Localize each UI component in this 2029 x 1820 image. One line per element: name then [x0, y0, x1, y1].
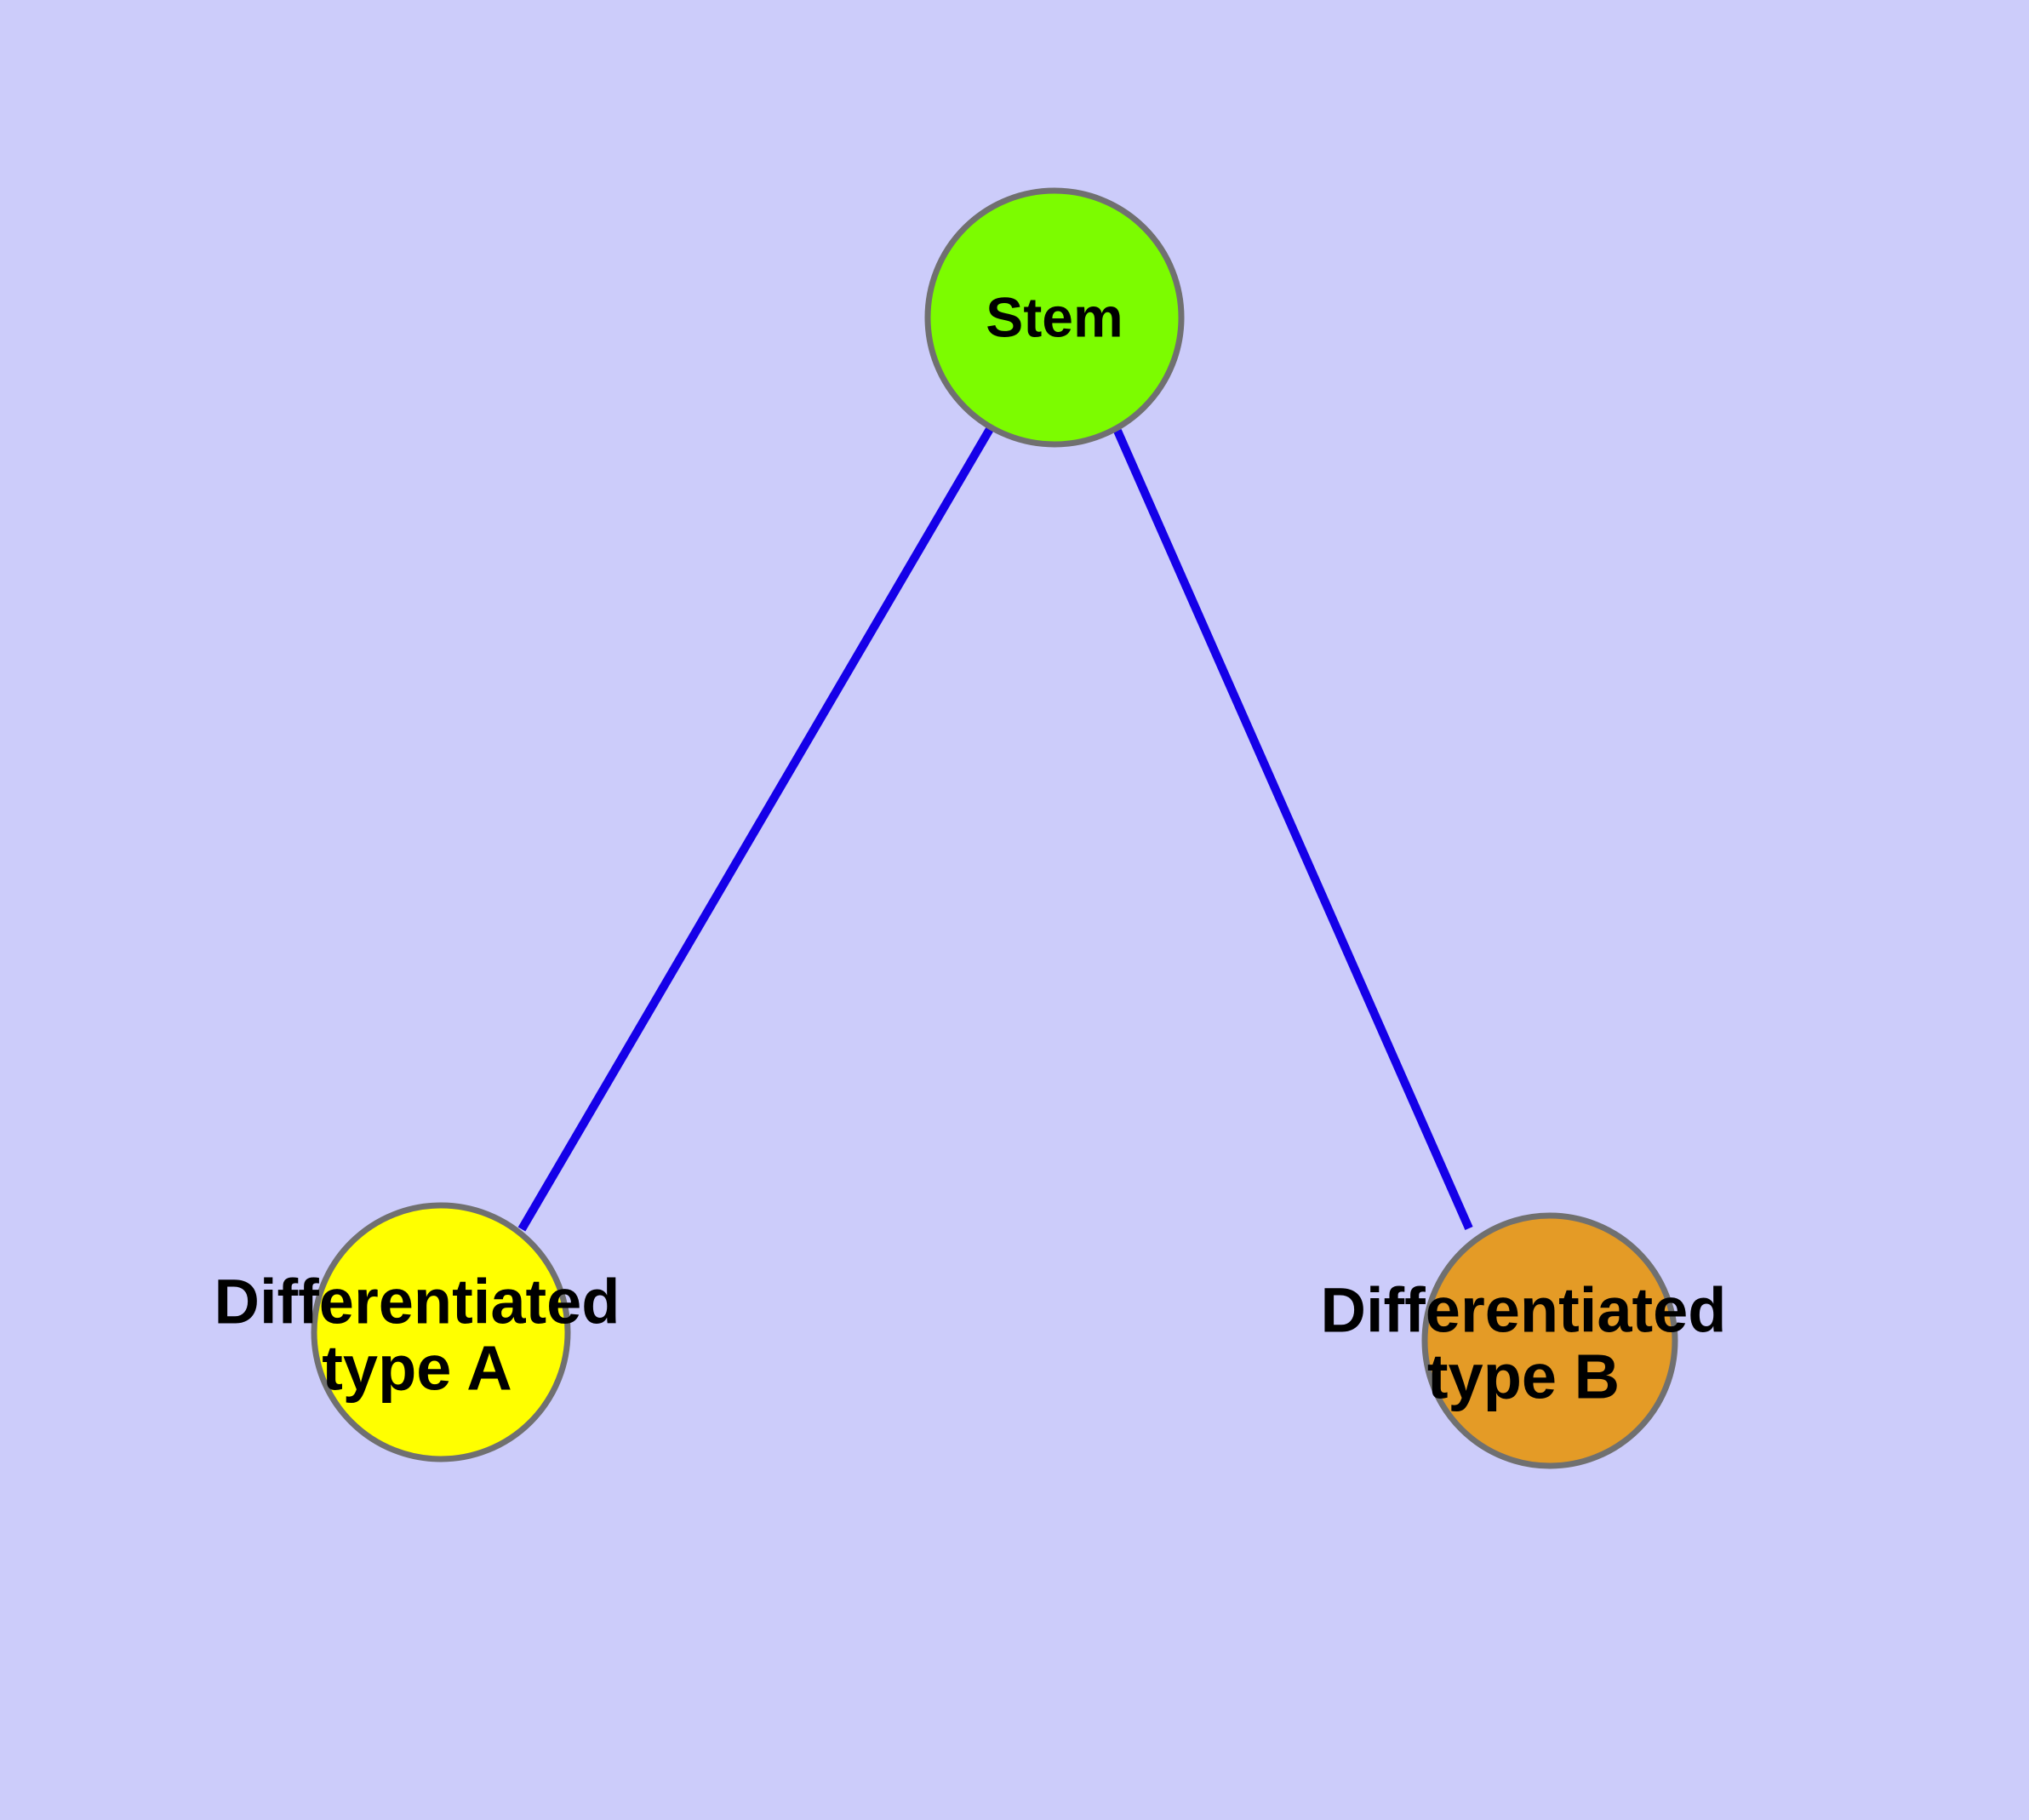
node-diff-b-circle[interactable] — [1421, 1212, 1678, 1469]
node-stem-circle[interactable] — [924, 187, 1185, 448]
node-diff-a-circle[interactable] — [311, 1202, 571, 1462]
edge-stem-to-diff-a — [517, 426, 994, 1232]
edge-stem-to-diff-b — [1113, 428, 1473, 1231]
